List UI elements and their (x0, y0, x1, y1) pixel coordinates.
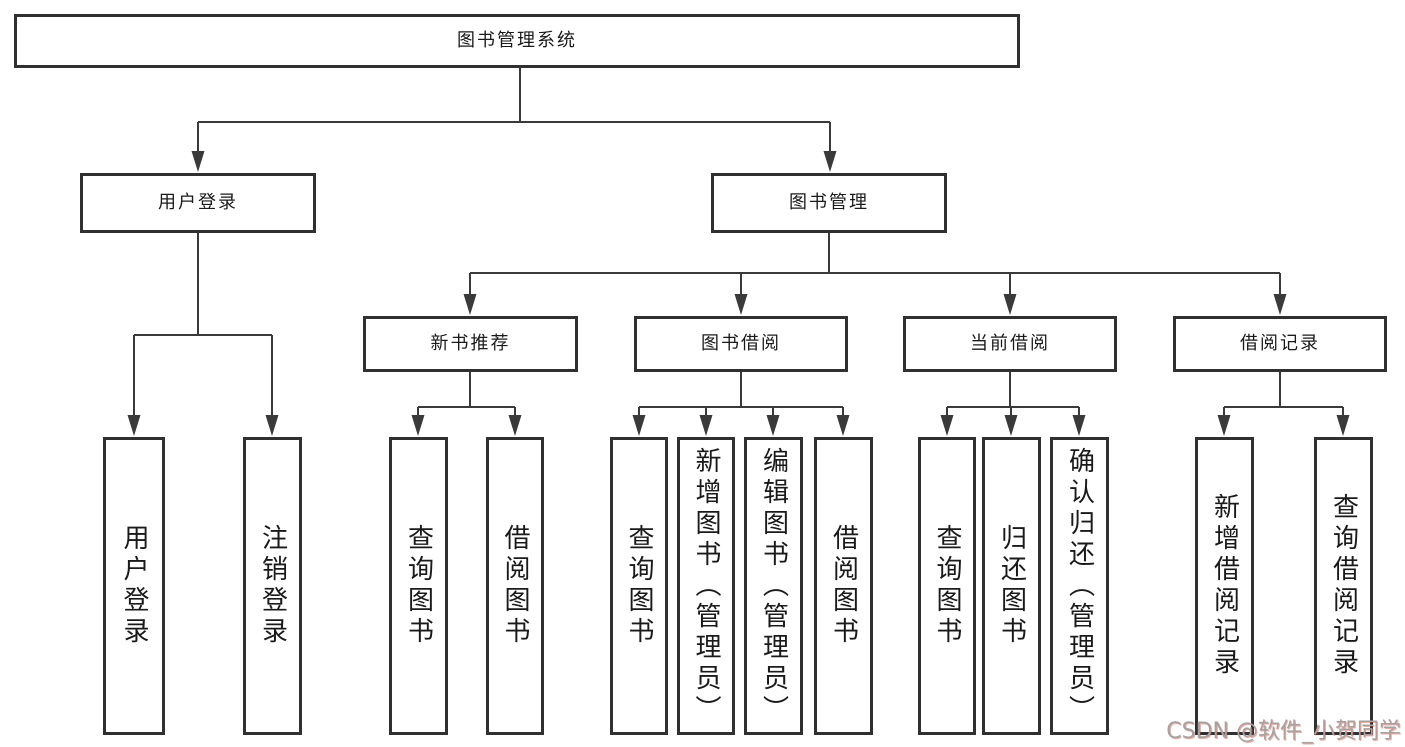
node-user-login: 用户登录 (80, 173, 316, 233)
arrowhead-icon (411, 415, 425, 436)
arrowhead-icon (632, 415, 646, 436)
node-current-borrow: 当前借阅 (903, 316, 1117, 372)
node-new-book-recommend: 新书推荐 (363, 316, 578, 372)
leaf-user-login: 用户登录 (103, 437, 165, 735)
arrowhead-icon (940, 415, 954, 436)
connector-borrow-to-leaves (638, 372, 844, 422)
arrowhead-icon (699, 415, 713, 436)
arrowhead-icon (1273, 294, 1287, 315)
leaf-borrow-book-recommend: 借阅图书 (486, 437, 544, 735)
connector-records-to-leaves (1223, 372, 1344, 422)
connector-current-to-leaves (946, 372, 1080, 422)
leaf-return-book: 归还图书 (982, 437, 1041, 735)
arrowhead-icon (463, 294, 477, 315)
leaf-add-book-admin: 新增图书（管理员） (677, 437, 735, 735)
arrowhead-icon (734, 294, 748, 315)
node-borrow-records: 借阅记录 (1173, 316, 1387, 372)
arrowhead-icon (1004, 415, 1018, 436)
leaf-query-book-recommend: 查询图书 (389, 437, 448, 735)
arrowhead-icon (1003, 294, 1017, 315)
node-book-management: 图书管理 (711, 173, 947, 233)
arrowhead-icon (766, 415, 780, 436)
arrowhead-icon (508, 415, 522, 436)
arrowhead-icon (265, 415, 279, 436)
node-book-borrow: 图书借阅 (634, 316, 848, 372)
arrowhead-icon (191, 151, 205, 172)
csdn-watermark: CSDN @软件_小贺同学 (1166, 719, 1401, 744)
connector-bookmgmt-to-level3 (469, 233, 1281, 301)
arrowhead-icon (823, 151, 837, 172)
arrowhead-icon (836, 415, 850, 436)
leaf-confirm-return-admin: 确认归还（管理员） (1050, 437, 1109, 735)
connector-root-to-level2 (197, 68, 831, 158)
connector-userlogin-to-leaves (133, 233, 273, 422)
leaf-add-borrow-record: 新增借阅记录 (1195, 437, 1254, 735)
leaf-borrow-book: 借阅图书 (814, 437, 873, 735)
leaf-edit-book-admin: 编辑图书（管理员） (744, 437, 803, 735)
arrowhead-icon (1217, 415, 1231, 436)
arrowhead-icon (127, 415, 141, 436)
arrowhead-icon (1336, 415, 1350, 436)
leaf-query-borrow-record: 查询借阅记录 (1314, 437, 1373, 735)
arrowhead-icon (1072, 415, 1086, 436)
connector-newbook-to-leaves (417, 372, 516, 422)
leaf-query-book-current: 查询图书 (918, 437, 976, 735)
node-root-system: 图书管理系统 (14, 14, 1020, 68)
leaf-query-book-borrow: 查询图书 (610, 437, 668, 735)
leaf-logout-login: 注销登录 (243, 437, 302, 735)
